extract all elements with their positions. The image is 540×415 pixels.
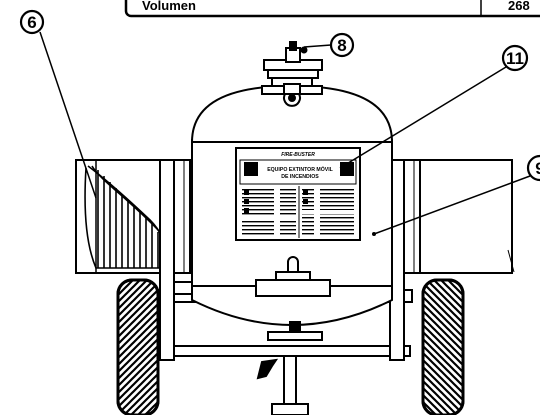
instruction-text-block [302, 188, 354, 210]
wheel-right [421, 278, 465, 415]
tow-jack [256, 321, 323, 415]
spec-label-volumen: Volumen [142, 0, 196, 13]
callout-number-11: 11 [506, 49, 524, 68]
callout-6: 6 [19, 9, 97, 199]
wheel-left [116, 278, 160, 415]
instruction-text-block [242, 188, 296, 216]
spec-table-header: Volumen 268 [124, 0, 540, 18]
callout-11: 11 [339, 44, 529, 169]
callout-number-8: 8 [337, 36, 346, 55]
label-title-line1: EQUIPO EXTINTOR MÓVIL [267, 165, 333, 173]
instruction-text-block [302, 214, 354, 236]
label-brand: FIRE-BUSTER [281, 152, 315, 158]
instruction-label: FIRE-BUSTER EQUIPO EXTINTOR MÓVIL DE INC… [235, 147, 361, 241]
coiled-hose [84, 165, 166, 269]
hose-reel-box-right [397, 159, 515, 274]
callout-9: 9 [372, 154, 540, 236]
valve-assembly [263, 41, 323, 79]
callout-number-6: 6 [27, 13, 36, 32]
instruction-text-block [242, 220, 296, 236]
callout-8: 8 [303, 32, 355, 58]
tank-fittings [255, 83, 331, 297]
warning-symbol-left-icon [244, 162, 258, 176]
spec-value-volumen: 268 [508, 0, 530, 13]
label-title-line2: DE INCENDIOS [281, 174, 319, 180]
callout-number-9: 9 [535, 159, 540, 178]
